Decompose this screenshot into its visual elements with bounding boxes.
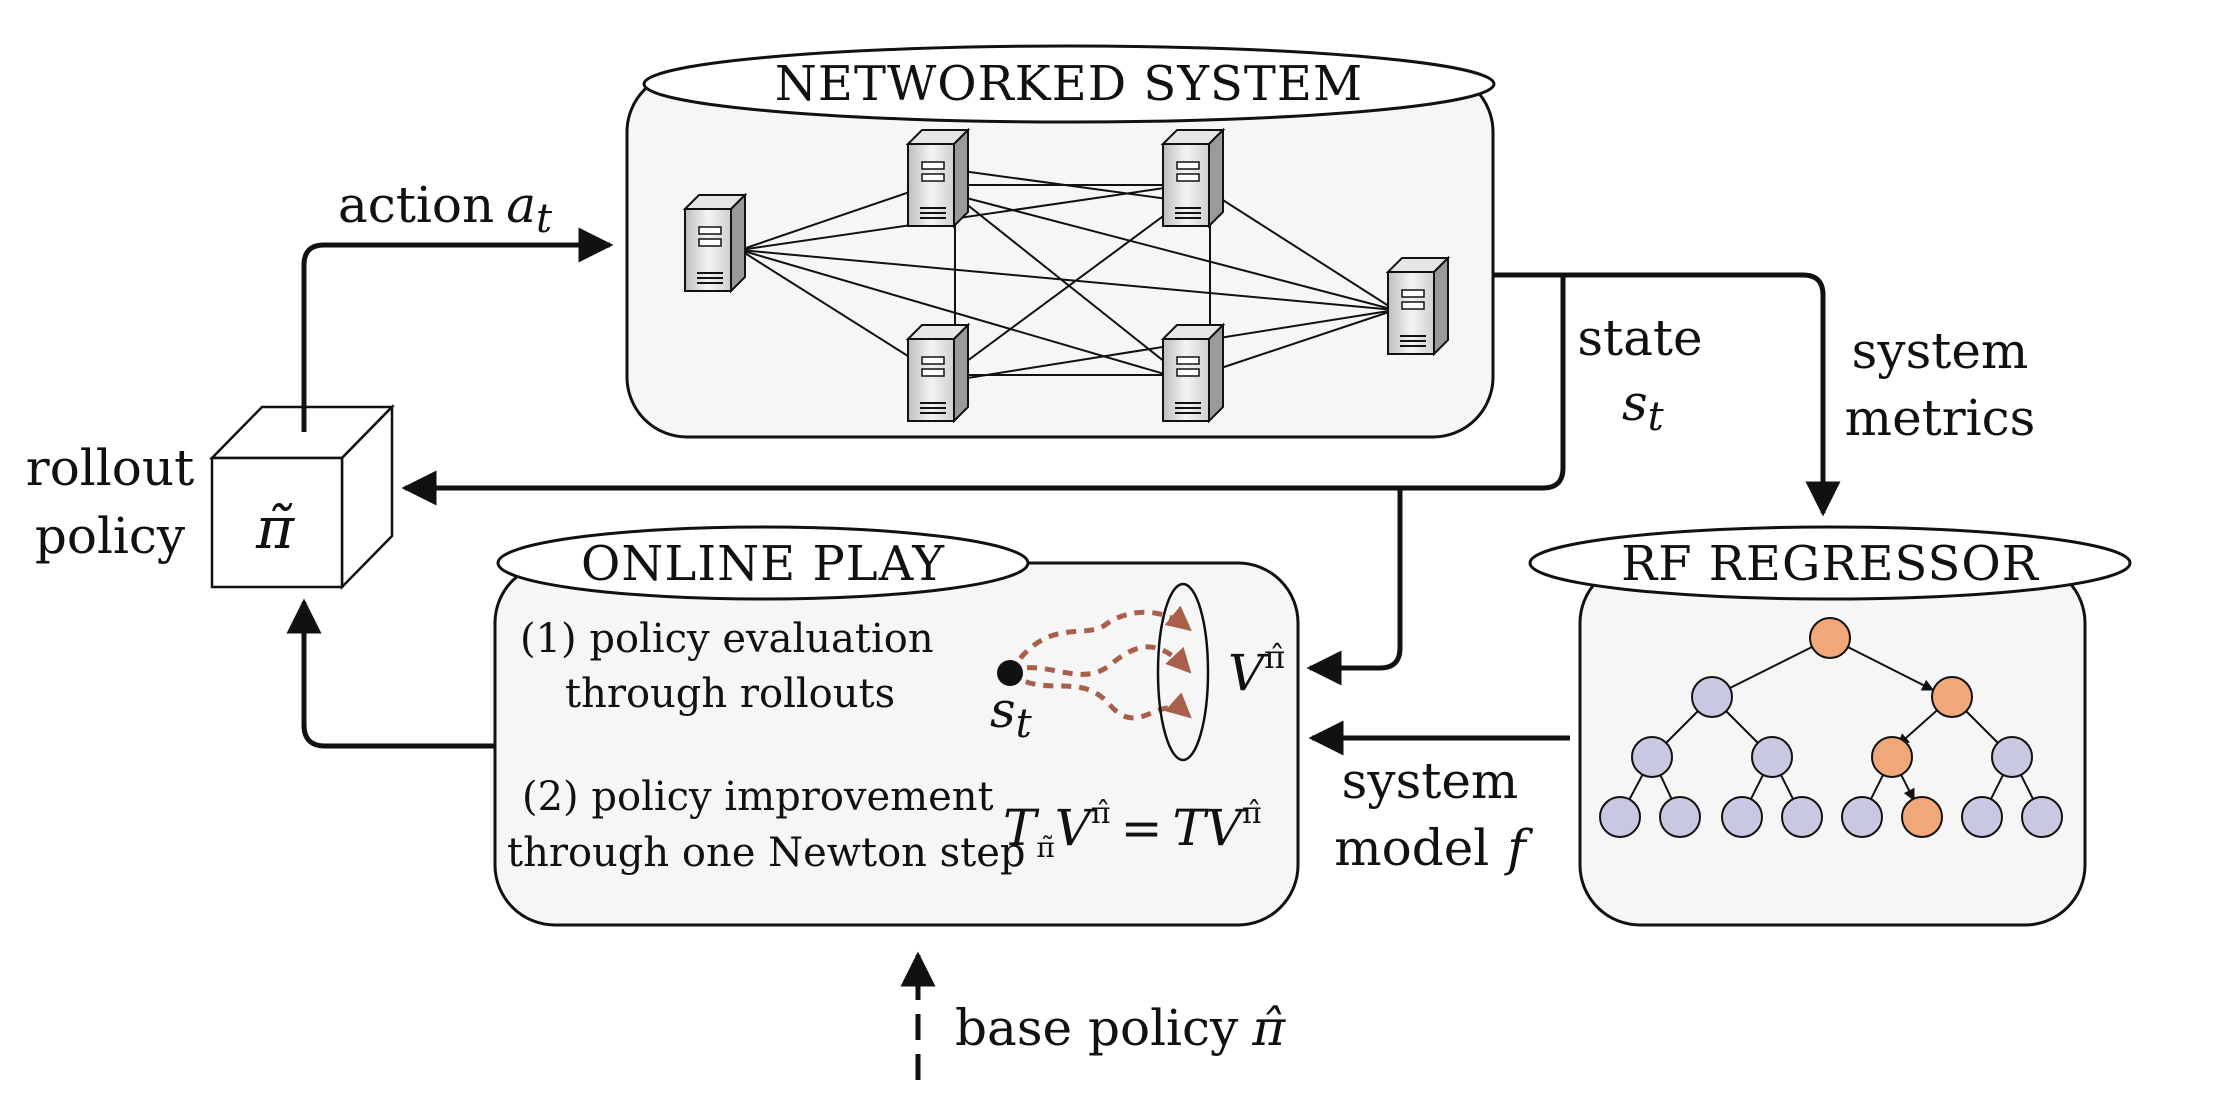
online-play-to-rollout-arrow	[286, 598, 495, 749]
system-metrics-label-line2: metrics	[1845, 389, 2036, 447]
networked-system-title: NETWORKED SYSTEM	[775, 56, 1363, 112]
policy-improvement-line1: (2) policy improvement	[522, 774, 994, 820]
system-metrics-label-line1: system	[1852, 322, 2029, 380]
policy-evaluation-line2: through rollouts	[565, 671, 895, 717]
policy-improvement-line2: through one Newton step	[507, 830, 1026, 876]
online-play-panel: ONLINE PLAY (1) policy evaluation throug…	[493, 525, 1300, 927]
newton-step-equation: Tπ̃Vπ̂=TVπ̂	[1003, 796, 1262, 864]
policy-evaluation-line1: (1) policy evaluation	[520, 616, 934, 662]
rollout-trajectories	[997, 582, 1210, 762]
server-icon	[1162, 129, 1224, 227]
rollout-label-line1: rollout	[26, 439, 194, 497]
value-function-label: Vπ̂	[1228, 638, 1285, 702]
rf-regressor-title: RF REGRESSOR	[1621, 536, 2040, 592]
state-to-online-play-arrow	[1306, 488, 1403, 686]
rollout-policy-symbol: π̃	[255, 494, 295, 562]
server-icon	[1387, 257, 1449, 355]
online-play-title: ONLINE PLAY	[581, 536, 945, 592]
rf-regressor-title-oval	[1528, 525, 2132, 601]
state-var-label: st	[1622, 374, 1665, 440]
system-model-label-line1: system	[1342, 752, 1519, 810]
state-st-label: st	[990, 681, 1033, 747]
online-play-title-oval	[496, 525, 1030, 601]
server-icon	[907, 129, 969, 227]
system-metrics-arrow	[1493, 272, 1841, 517]
networked-system-title-oval	[642, 44, 1496, 124]
rf-regressor-panel: RF REGRESSOR	[1528, 525, 2132, 927]
server-icon	[907, 324, 969, 422]
server-icon	[684, 194, 746, 292]
decision-tree-icon	[1599, 617, 2063, 838]
cube-icon	[209, 403, 395, 591]
server-icon	[1162, 324, 1224, 422]
rollout-label-line2: policy	[35, 507, 186, 565]
state-arrow	[401, 272, 1566, 506]
state-label: state	[1577, 309, 1702, 367]
action-arrow	[301, 227, 614, 432]
networked-system-panel: NETWORKED SYSTEM	[625, 44, 1496, 439]
